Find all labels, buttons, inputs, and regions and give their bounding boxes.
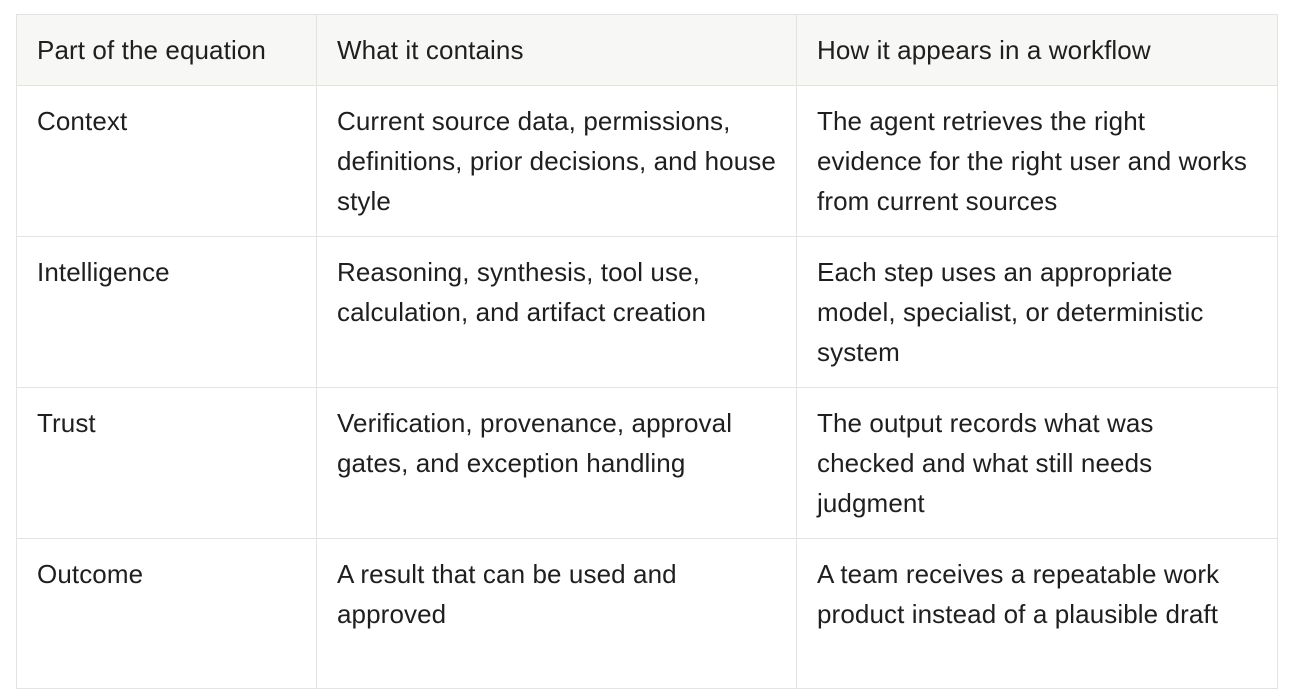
cell-contains: Verification, provenance, approval gates… — [316, 387, 797, 539]
cell-workflow: The output records what was checked and … — [796, 387, 1278, 539]
cell-part: Context — [16, 85, 317, 237]
header-row: Part of the equation What it contains Ho… — [16, 14, 1278, 86]
cell-part: Trust — [16, 387, 317, 539]
header-contains: What it contains — [316, 14, 797, 86]
table-row: Intelligence Reasoning, synthesis, tool … — [16, 236, 1278, 388]
table-row: Trust Verification, provenance, approval… — [16, 387, 1278, 539]
cell-part: Intelligence — [16, 236, 317, 388]
equation-table: Part of the equation What it contains Ho… — [16, 14, 1278, 689]
cell-contains: Reasoning, synthesis, tool use, calculat… — [316, 236, 797, 388]
cell-workflow: The agent retrieves the right evidence f… — [796, 85, 1278, 237]
header-workflow: How it appears in a workflow — [796, 14, 1278, 86]
cell-contains: A result that can be used and approved — [316, 538, 797, 689]
table-body: Context Current source data, permissions… — [16, 85, 1278, 689]
cell-workflow: Each step uses an appropriate model, spe… — [796, 236, 1278, 388]
table-header: Part of the equation What it contains Ho… — [16, 14, 1278, 86]
table-row: Context Current source data, permissions… — [16, 85, 1278, 237]
header-part: Part of the equation — [16, 14, 317, 86]
cell-contains: Current source data, permissions, defini… — [316, 85, 797, 237]
table-row: Outcome A result that can be used and ap… — [16, 538, 1278, 689]
equation-table-container: Part of the equation What it contains Ho… — [16, 14, 1278, 689]
cell-part: Outcome — [16, 538, 317, 689]
cell-workflow: A team receives a repeatable work produc… — [796, 538, 1278, 689]
